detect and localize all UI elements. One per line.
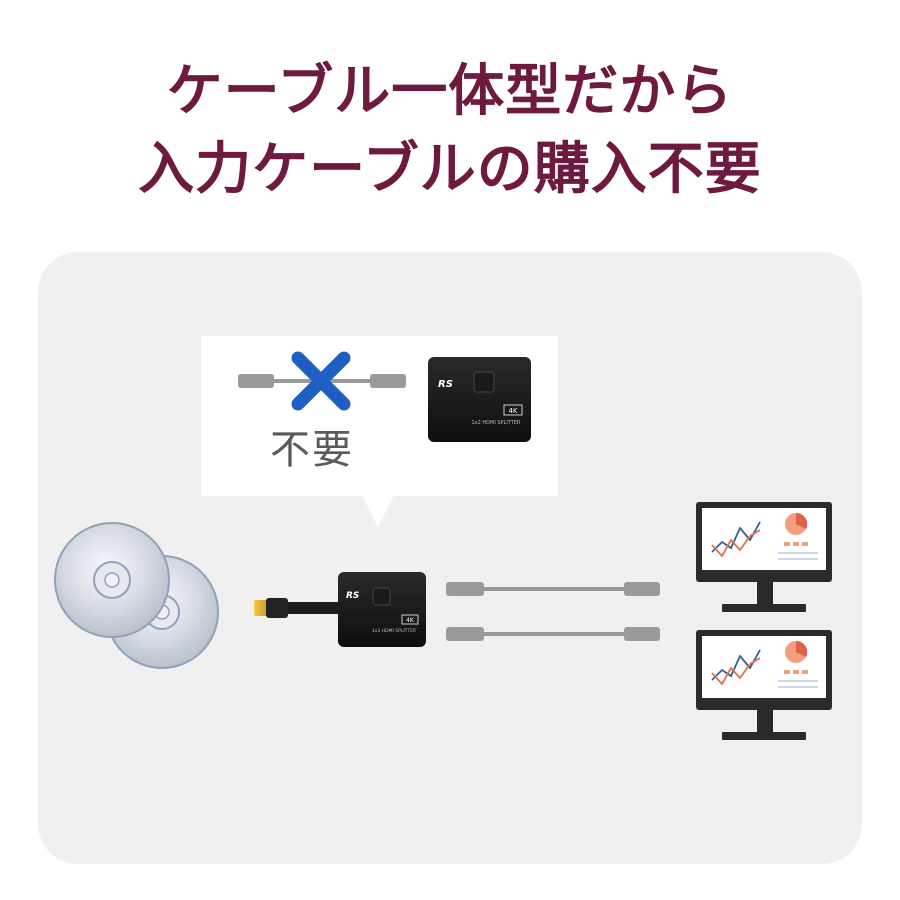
line-chart-icon (711, 649, 761, 686)
line-chart-icon (711, 521, 761, 558)
hdmi-cable-icon (254, 598, 338, 618)
not-needed-label: 不要 (270, 427, 354, 473)
output-cable-top (446, 582, 660, 596)
disc-icon (54, 522, 170, 638)
output-cable-bottom (446, 627, 660, 641)
monitor-icon-2 (696, 630, 832, 740)
monitor-icon (696, 502, 832, 612)
svg-text:4K: 4K (406, 617, 415, 624)
svg-text:1x2 HDMI SPLITTER: 1x2 HDMI SPLITTER (471, 420, 521, 426)
cross-mark-icon (291, 351, 351, 411)
svg-text:1x2 HDMI SPLITTER: 1x2 HDMI SPLITTER (372, 628, 416, 634)
headline-line-1: ケーブル一体型だから (166, 59, 734, 124)
headline-line-2: 入力ケーブルの購入不要 (138, 137, 762, 202)
svg-text:4K: 4K (508, 407, 517, 415)
pie-chart-icon (785, 640, 808, 663)
svg-text:RS: RS (346, 591, 359, 601)
device-brand-logo: RS (438, 379, 453, 390)
pie-chart-icon (785, 512, 808, 535)
splitter-device: RS 4K 1x2 HDMI SPLITTER (338, 572, 426, 647)
callout-bubble-tail (362, 495, 394, 527)
callout-splitter-device: RS 4K 1x2 HDMI SPLITTER (428, 357, 531, 442)
